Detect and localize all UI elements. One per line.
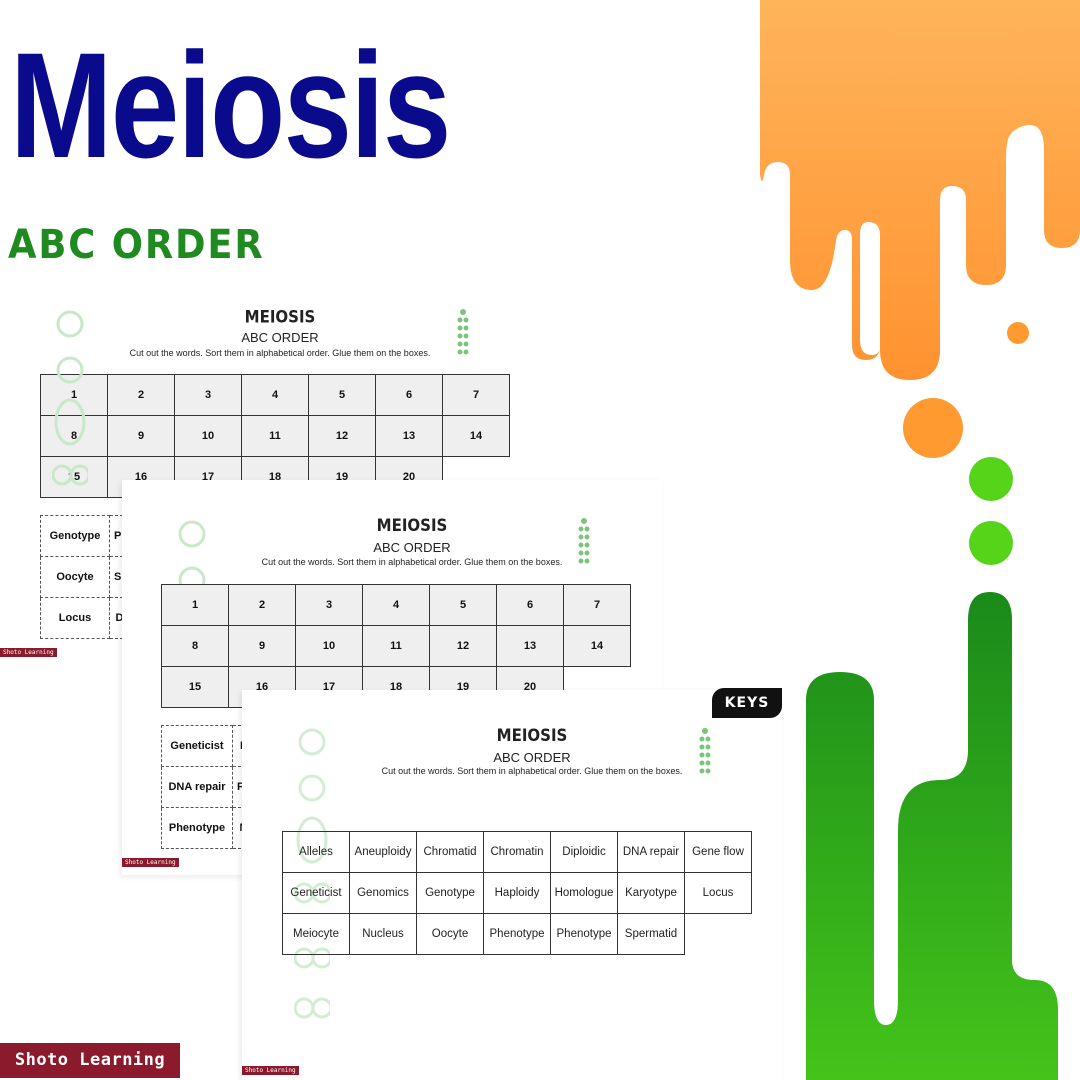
grid-cell: 9 [107, 415, 175, 457]
answer-cell: Phenotype [550, 913, 618, 955]
grid-cell: 5 [429, 584, 497, 626]
grid-cell: 15 [161, 666, 229, 708]
page-title: Meiosis [10, 21, 451, 189]
word-cell: Oocyte [40, 556, 110, 598]
word-cell: Geneticist [161, 725, 233, 767]
answer-cell: Spermatid [617, 913, 685, 955]
green-drip-shape [806, 592, 1058, 1080]
grid-cell: 4 [362, 584, 430, 626]
grid-cell: 8 [40, 415, 108, 457]
orange-drop-large [903, 398, 963, 458]
sheet-title: MEIOSIS [496, 724, 568, 746]
cell-division-icon [52, 310, 88, 486]
green-drop-2 [969, 521, 1013, 565]
grid-cell: 4 [241, 374, 309, 416]
answer-cell: Genomics [349, 872, 417, 914]
grid-cell: 7 [563, 584, 631, 626]
grid-cell: 5 [308, 374, 376, 416]
grid-cell: 11 [362, 625, 430, 667]
grid-cell: 7 [442, 374, 510, 416]
grid-cell: 14 [442, 415, 510, 457]
grid-cell: 14 [563, 625, 631, 667]
answer-cell: Nucleus [349, 913, 417, 955]
answer-cell: Chromatid [416, 831, 484, 873]
chromosome-icon [699, 728, 711, 774]
keys-badge: KEYS [712, 688, 782, 718]
word-cell: Phenotype [161, 807, 233, 849]
answer-cell: Oocyte [416, 913, 484, 955]
grid-cell: 13 [375, 415, 443, 457]
grid-cell: 10 [295, 625, 363, 667]
sheet-title: MEIOSIS [244, 306, 316, 328]
worksheet-preview-3: MEIOSIS ABC ORDER Cut out the words. Sor… [242, 690, 782, 1080]
chromosome-icon [578, 518, 590, 564]
answer-cell: Geneticist [282, 872, 350, 914]
grid-cell: 10 [174, 415, 242, 457]
orange-drip-shape [760, 0, 1080, 380]
answer-cell: Alleles [282, 831, 350, 873]
sheet-title: MEIOSIS [376, 514, 448, 536]
answer-cell: Homologue [550, 872, 618, 914]
grid-cell: 2 [228, 584, 296, 626]
sheet-instructions: Cut out the words. Sort them in alphabet… [261, 557, 563, 567]
grid-cell: 15 [40, 456, 108, 498]
grid-cell: 11 [241, 415, 309, 457]
brand-tag: Shoto Learning [122, 858, 179, 867]
answer-cell: Aneuploidy [349, 831, 417, 873]
grid-cell: 12 [429, 625, 497, 667]
page-subtitle: ABC ORDER [8, 222, 265, 268]
answer-cell: Diploidic [550, 831, 618, 873]
grid-cell: 13 [496, 625, 564, 667]
answer-cell: Karyotype [617, 872, 685, 914]
answer-cell-empty [685, 914, 752, 955]
green-drop-1 [969, 457, 1013, 501]
sheet-subtitle: ABC ORDER [493, 750, 571, 765]
answer-cell: Meiocyte [282, 913, 350, 955]
brand-tag: Shoto Learning [242, 1066, 299, 1075]
answer-cell: Gene flow [684, 831, 752, 873]
answer-cell: Haploidy [483, 872, 551, 914]
answer-cell: Chromatin [483, 831, 551, 873]
grid-cell: 3 [174, 374, 242, 416]
grid-cell: 6 [375, 374, 443, 416]
answer-cell: Locus [684, 872, 752, 914]
word-cell: Locus [40, 597, 110, 639]
word-cell: DNA repair [161, 766, 233, 808]
grid-cell: 6 [496, 584, 564, 626]
sheet-instructions: Cut out the words. Sort them in alphabet… [129, 348, 431, 358]
answer-cell: Phenotype [483, 913, 551, 955]
grid-cell: 1 [161, 584, 229, 626]
sheet-subtitle: ABC ORDER [373, 540, 451, 555]
grid-cell: 8 [161, 625, 229, 667]
grid-cell: 3 [295, 584, 363, 626]
answer-cell: Genotype [416, 872, 484, 914]
sheet-instructions: Cut out the words. Sort them in alphabet… [381, 766, 683, 776]
grid-cell: 12 [308, 415, 376, 457]
word-cell: Genotype [40, 515, 110, 557]
cut-out-words: GenotypePh OocyteSp LocusDi [40, 515, 134, 639]
grid-cell: 9 [228, 625, 296, 667]
brand-tag: Shoto Learning [0, 648, 57, 657]
sheet-subtitle: ABC ORDER [241, 330, 319, 345]
chromosome-icon [457, 309, 469, 355]
brand-label: Shoto Learning [0, 1043, 180, 1078]
answer-cell: DNA repair [617, 831, 685, 873]
orange-drop-small [1007, 322, 1029, 344]
grid-cell: 2 [107, 374, 175, 416]
